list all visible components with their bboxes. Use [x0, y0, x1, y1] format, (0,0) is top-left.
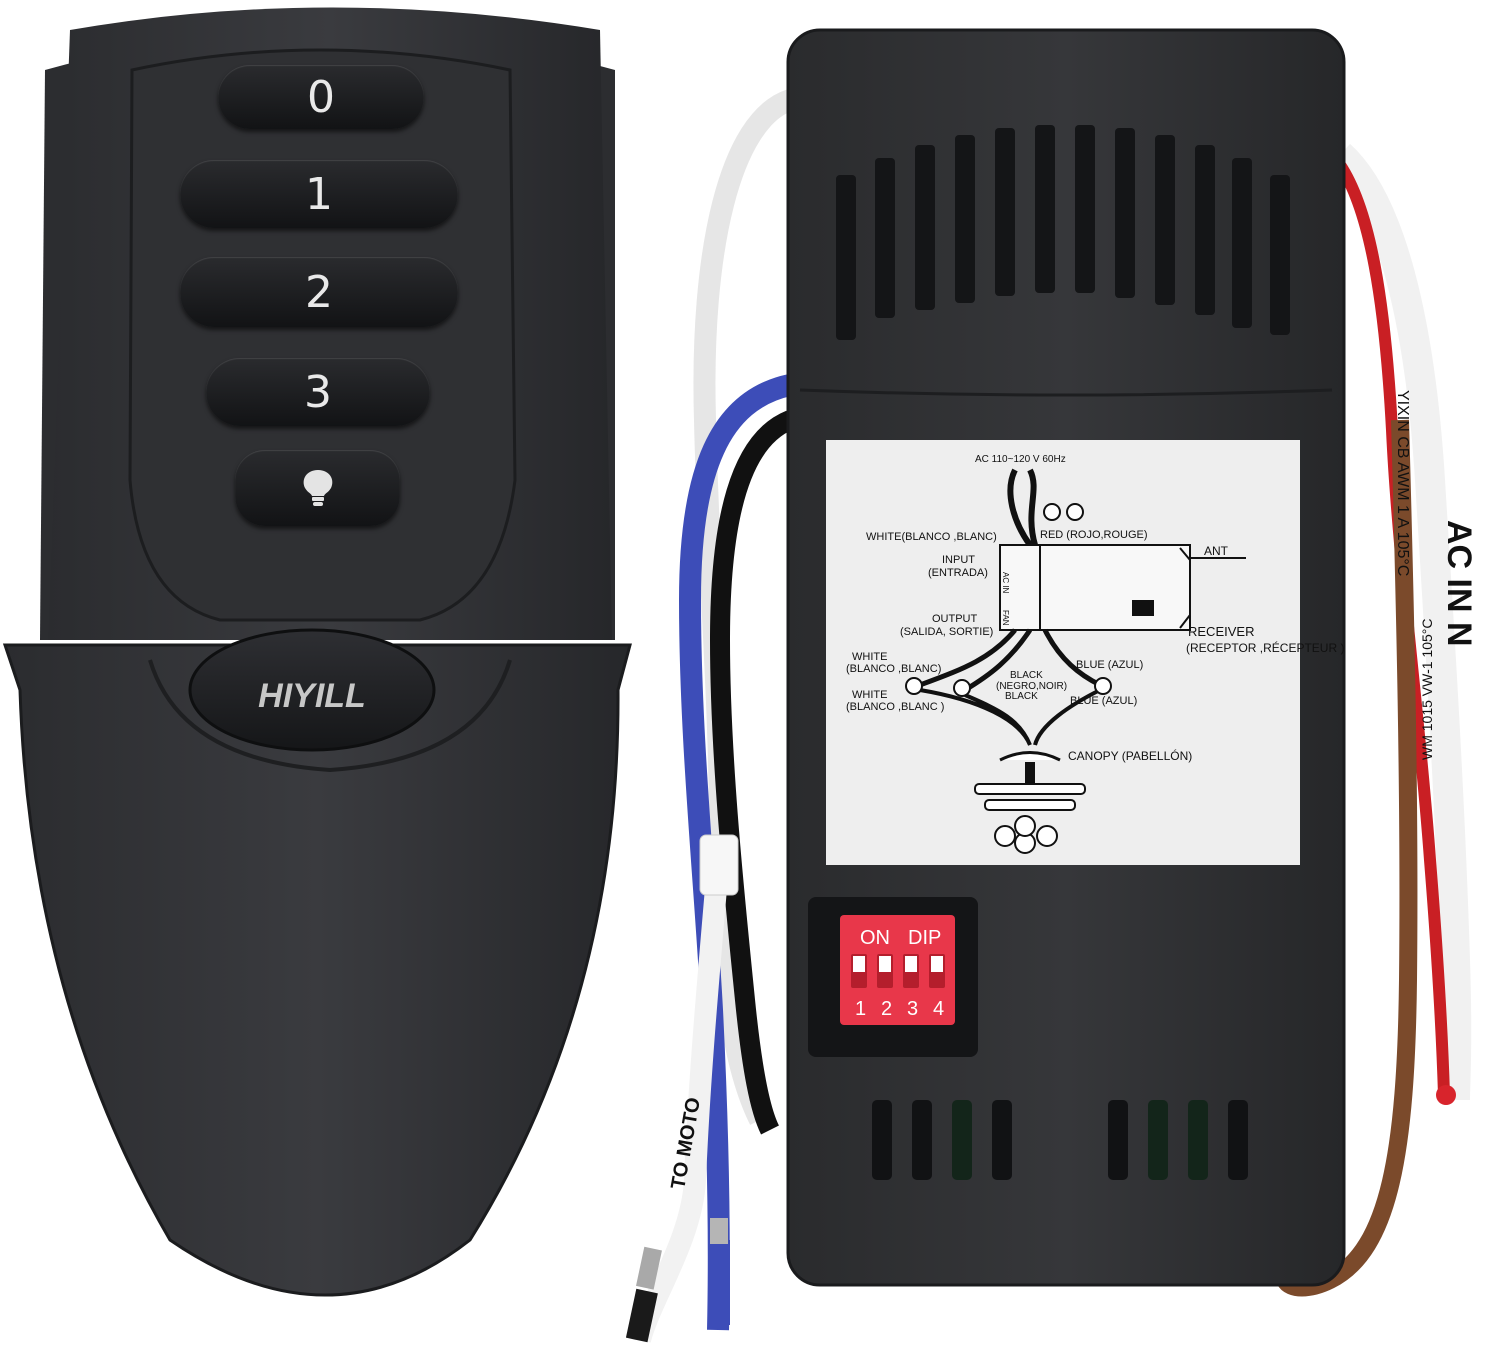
label-white-out2: WHITE [852, 689, 887, 701]
wiring-diagram: AC 110~120 V 60Hz WHITE(BLANCO ,BLANC) R… [846, 454, 1344, 854]
dip-toggle-4[interactable] [931, 956, 943, 972]
light-button[interactable] [235, 450, 400, 526]
bottom-vents [872, 1100, 1248, 1180]
dip-toggle-3[interactable] [905, 956, 917, 972]
speed-2-button[interactable]: 2 [180, 257, 458, 327]
vent-slots [836, 125, 1290, 340]
label-black-es: (NEGRO,NOIR) [996, 681, 1067, 692]
ac-in-n-label: AC IN N [1440, 520, 1478, 647]
brand-logo-text: HIYILL [258, 677, 366, 715]
dip-on-label: ON [860, 927, 890, 949]
wire-spec-label: YIXIN CB AWM 1 A 105°C [1394, 390, 1411, 576]
receiver-unit: AC 110~120 V 60Hz WHITE(BLANCO ,BLANC) R… [786, 28, 1346, 1287]
speed-3-label: 3 [304, 366, 332, 418]
label-canopy: CANOPY (PABELLÓN) [1068, 748, 1192, 763]
label-ac-in: AC IN [1001, 572, 1010, 594]
label-output: OUTPUT [932, 613, 978, 625]
dip-toggle-2[interactable] [879, 956, 891, 972]
dip-switch-block [840, 915, 955, 1025]
label-black: BLACK [1010, 670, 1043, 681]
dip-label: DIP [908, 927, 941, 949]
speed-3-button[interactable]: 3 [206, 358, 430, 426]
label-black2: BLACK [1005, 691, 1038, 702]
speed-0-label: 0 [307, 71, 335, 123]
dip-number-4: 4 [933, 998, 944, 1020]
label-blue1: BLUE (AZUL) [1076, 659, 1143, 671]
label-output-es: (SALIDA, SORTIE) [900, 626, 993, 638]
speed-1-label: 1 [305, 168, 333, 220]
label-blue2: BLUE (AZUL) [1070, 695, 1137, 707]
label-white-out1: WHITE [852, 651, 887, 663]
label-input: INPUT [942, 554, 975, 566]
label-red: RED (ROJO,ROUGE) [1040, 529, 1148, 541]
speed-2-label: 2 [305, 266, 333, 318]
label-white-out1-es: (BLANCO ,BLANC) [846, 663, 941, 675]
light-bulb-icon [303, 470, 333, 506]
left-wires: TO MOTO [625, 89, 795, 1343]
speed-1-button[interactable]: 1 [180, 160, 458, 228]
wire-spec-label-2: WM 1015 VW-1 105°C [1419, 618, 1435, 760]
power-label: AC 110~120 V 60Hz [975, 454, 1066, 465]
dip-number-3: 3 [907, 998, 918, 1020]
label-receiver: RECEIVER [1188, 624, 1254, 639]
brand-badge [188, 628, 436, 752]
dip-toggle-1[interactable] [853, 956, 865, 972]
label-white-out2-es: (BLANCO ,BLANC ) [846, 701, 944, 713]
dip-number-1: 1 [855, 998, 866, 1020]
label-fan: FAN [1001, 610, 1010, 626]
label-ant: ANT [1204, 544, 1229, 558]
label-input-es: (ENTRADA) [928, 567, 988, 579]
label-white-input: WHITE(BLANCO ,BLANC) [866, 531, 997, 543]
speed-0-button[interactable]: 0 [218, 65, 424, 129]
label-receiver-es: (RECEPTOR ,RÉCEPTEUR ) [1186, 640, 1344, 655]
dip-number-2: 2 [881, 998, 892, 1020]
dip-switches[interactable] [851, 954, 945, 988]
